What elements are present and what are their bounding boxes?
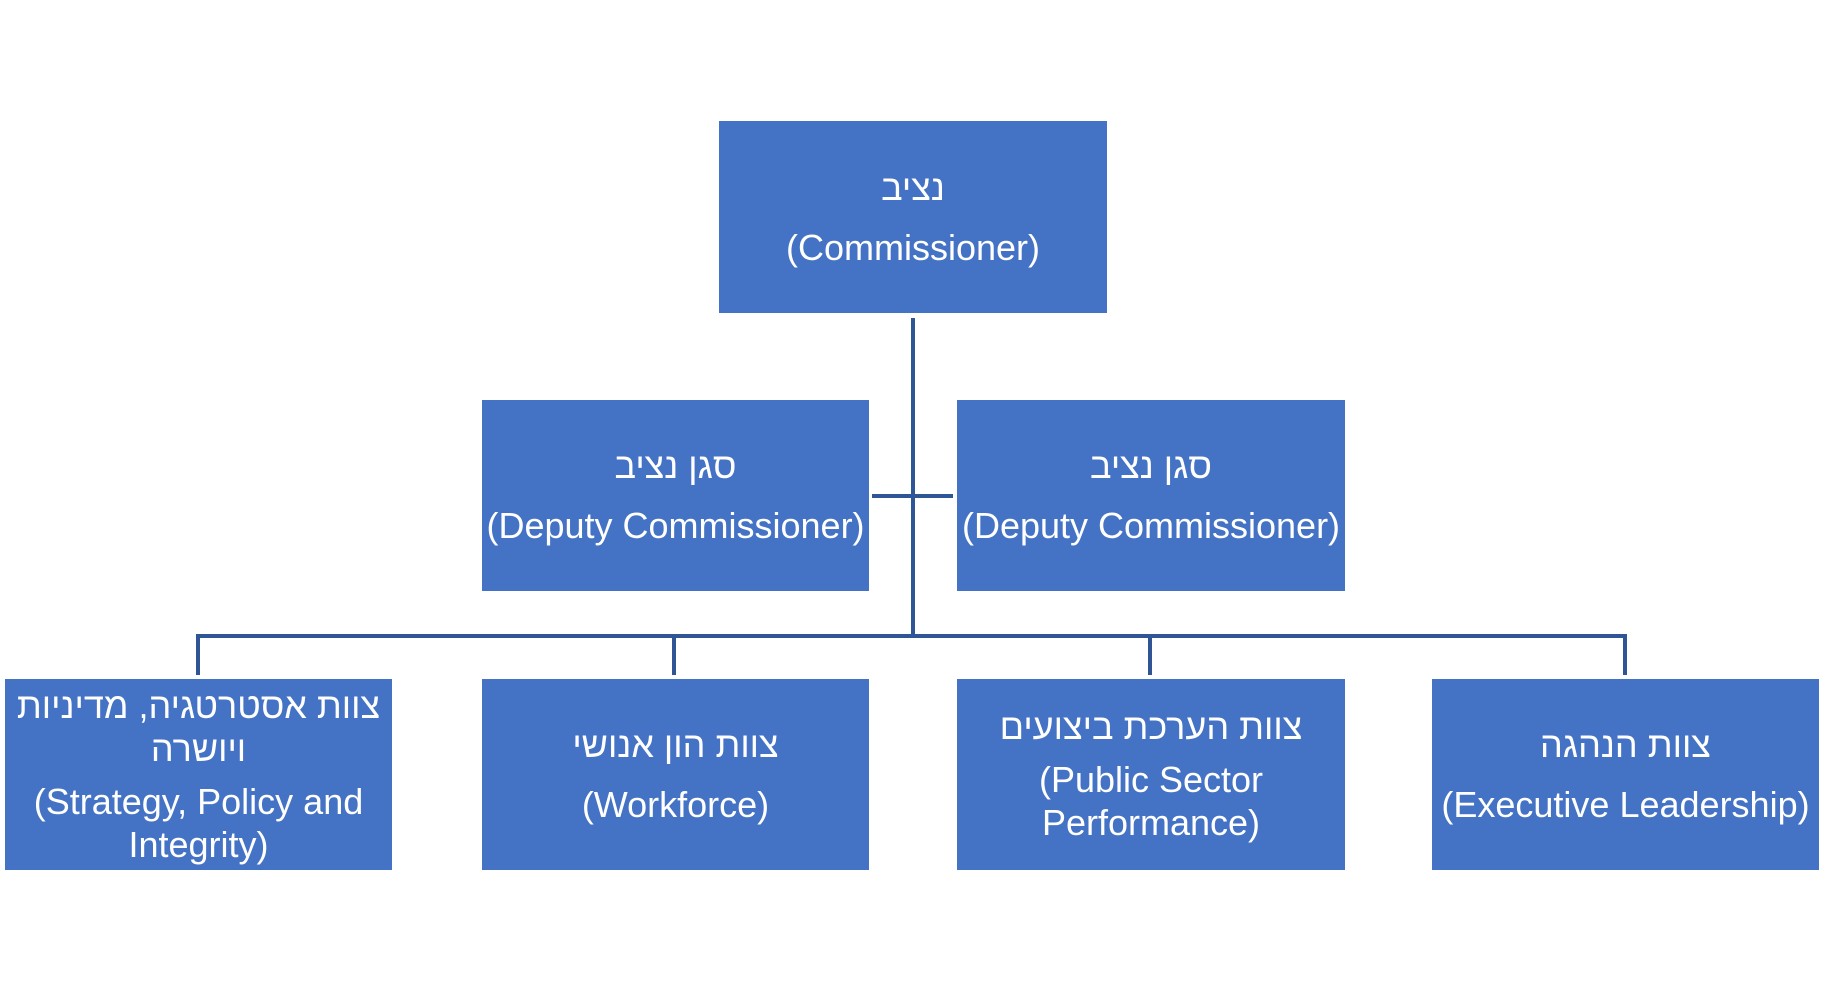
deputy-title-en: (Deputy Commissioner) <box>961 505 1341 546</box>
team-executive-leadership-box: צוות הנהגה (Executive Leadership) <box>1432 679 1819 870</box>
commissioner-title-en: (Commissioner) <box>785 226 1041 268</box>
commissioner-title-he: נציב <box>881 166 945 208</box>
deputy-commissioner-box-right: סגן נציב (Deputy Commissioner) <box>957 400 1345 591</box>
deputy-commissioner-box-left: סגן נציב (Deputy Commissioner) <box>482 400 869 591</box>
team-public-sector-performance-box: צוות הערכת ביצועים (Public Sector Perfor… <box>957 679 1345 870</box>
deputy-title-he: סגן נציב <box>1090 445 1212 486</box>
team-title-he: צוות הנהגה <box>1540 724 1711 765</box>
team-title-en: (Strategy, Policy and Integrity) <box>33 780 364 865</box>
team-title-he: צוות אסטרטגיה, מדיניות ויושרה <box>16 684 381 769</box>
team-title-en: (Public Sector Performance) <box>1038 759 1264 843</box>
team-workforce-box: צוות הון אנושי (Workforce) <box>482 679 869 870</box>
team-title-en: (Executive Leadership) <box>1441 784 1810 825</box>
team-title-he: צוות הון אנושי <box>572 724 779 765</box>
team-strategy-policy-integrity-box: צוות אסטרטגיה, מדיניות ויושרה (Strategy,… <box>5 679 392 870</box>
commissioner-box: נציב (Commissioner) <box>719 121 1107 313</box>
team-title-he: צוות הערכת ביצועים <box>999 706 1303 747</box>
team-title-en: (Workforce) <box>581 784 770 825</box>
deputy-title-he: סגן נציב <box>614 445 737 486</box>
deputy-title-en: (Deputy Commissioner) <box>486 505 865 546</box>
